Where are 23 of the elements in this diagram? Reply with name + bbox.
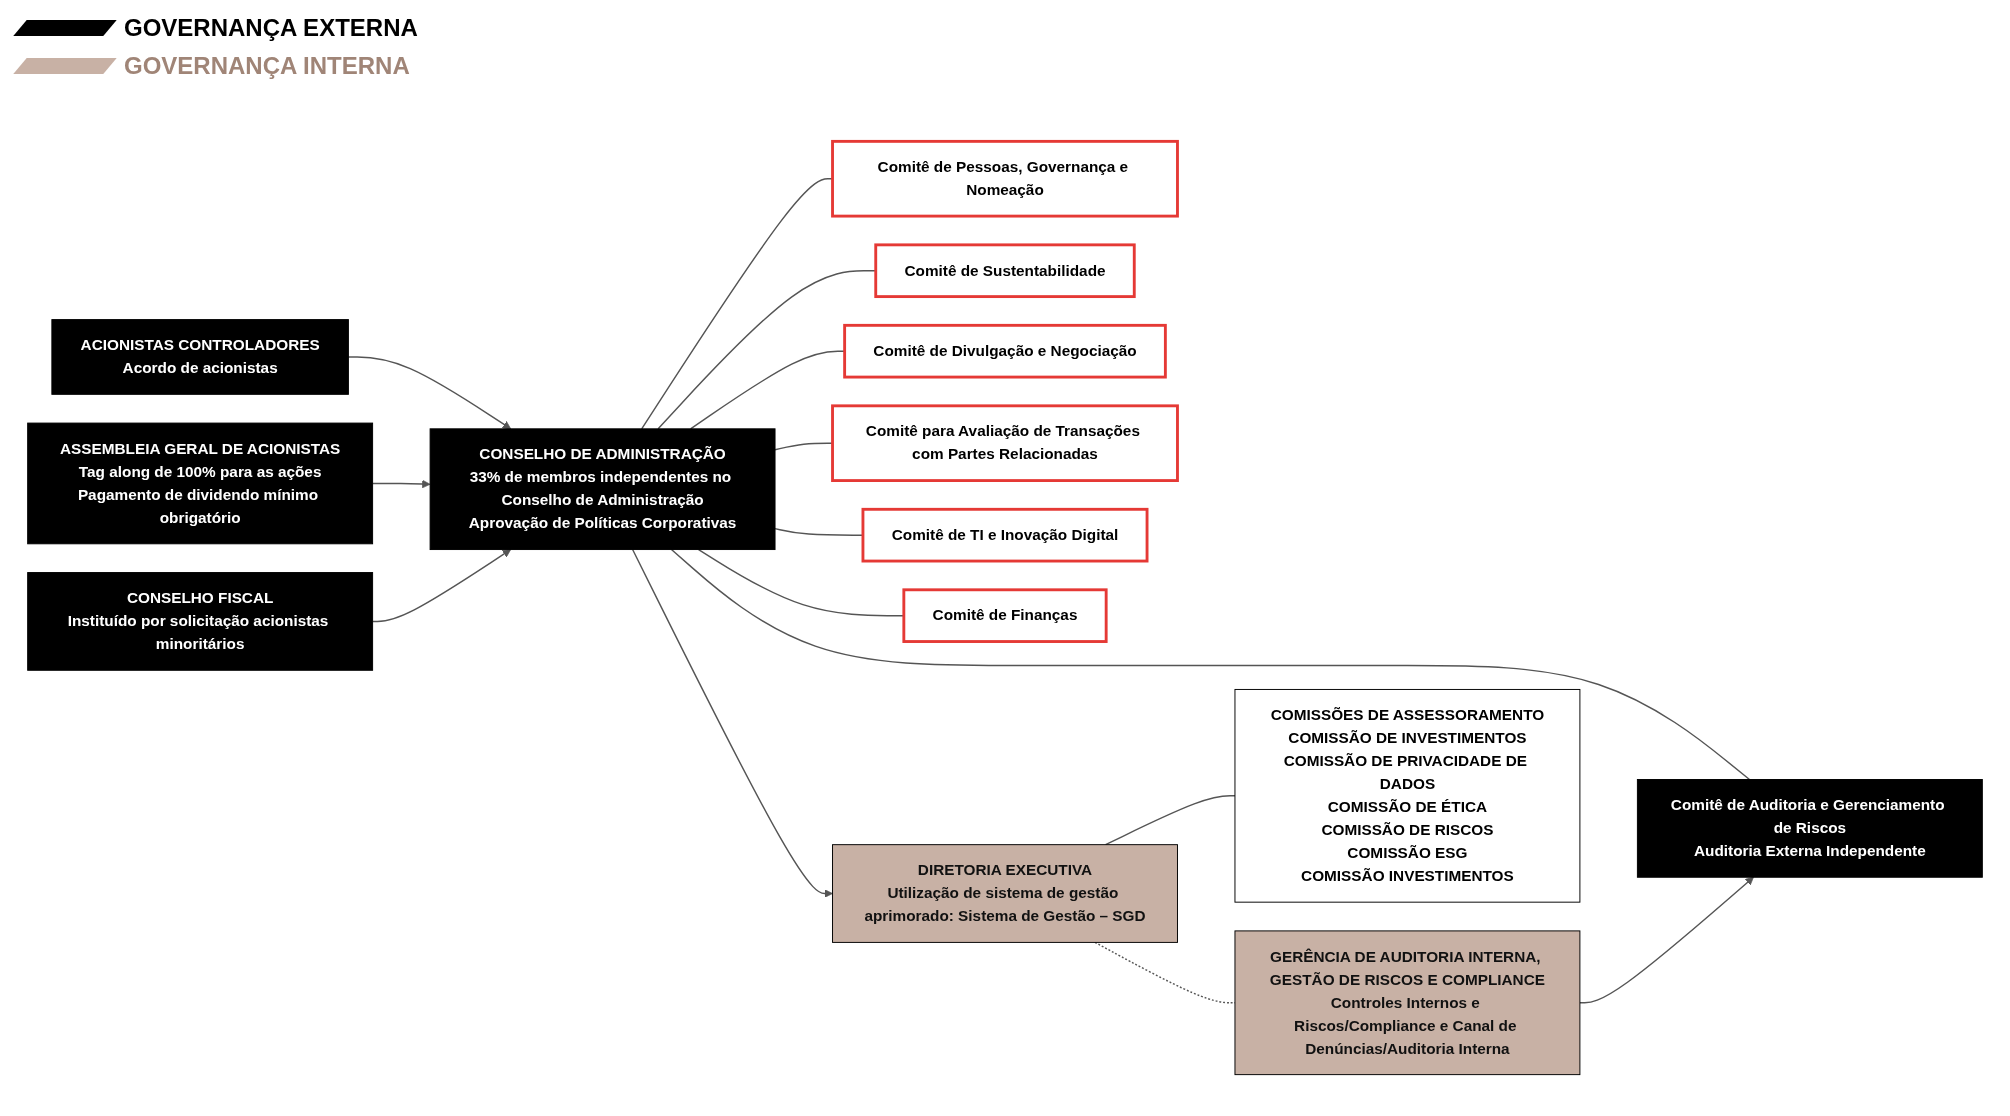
- arrow: [347, 356, 512, 430]
- node-box: Comitê para Avaliação de Transações com Partes Relacionadas: [831, 404, 1179, 482]
- node-box: Comitê de Divulgação e Negociação: [843, 323, 1167, 379]
- arrow: [371, 479, 431, 489]
- node-box: CONSELHO FISCAL Instituído por solicitação acionistas minoritários: [27, 572, 374, 671]
- node-box: Comitê de Auditoria e Gerenciamento de Riscos Auditoria Externa Independente: [1636, 779, 1983, 878]
- node-box: ACIONISTAS CONTROLADORES Acordo de acionistas: [51, 319, 349, 395]
- connector: [670, 548, 1751, 781]
- legend-label: GOVERNANÇA INTERNA: [124, 52, 410, 80]
- arrow: [631, 548, 833, 898]
- node-box: Comitê de Sustentabilidade: [874, 243, 1136, 299]
- arrow: [371, 549, 512, 623]
- node-box: COMISSÕES DE ASSESSORAMENTO COMISSÃO DE INVESTIMENTOS COMISSÃO DE PRIVACIDADE DE DADOS COMISSÃO DE ÉTICA COMISSÃO DE RISCOS COMISSÃO ESG COMISSÃO INVESTIMENTOS: [1234, 688, 1581, 903]
- node-box: Comitê de Finanças: [902, 588, 1108, 643]
- node-box: DIRETORIA EXECUTIVA Utilização de sistema de gestão aprimorado: Sistema de Gestão – SGD: [832, 844, 1178, 943]
- node-box: Comitê de Pessoas, Governança e Nomeação: [831, 139, 1179, 218]
- node-box: CONSELHO DE ADMINISTRAÇÃO 33% de membros independentes no Conselho de Administração Aprovação de Políticas Corporativas: [429, 428, 776, 551]
- node-box: GERÊNCIA DE AUDITORIA INTERNA, GESTÃO DE RISCOS E COMPLIANCE Controles Internos e Riscos/Compliance e Canal de Denúncias/Auditoria Interna: [1234, 930, 1581, 1076]
- arrow: [1579, 876, 1754, 1004]
- connector: [1104, 795, 1236, 846]
- legend-label: GOVERNANÇA EXTERNA: [124, 14, 418, 42]
- node-box: Comitê de TI e Inovação Digital: [861, 507, 1149, 563]
- node-box: ASSEMBLEIA GERAL DE ACIONISTAS Tag along de 100% para as ações Pagamento de dividendo mínimo obrigatório: [27, 422, 374, 545]
